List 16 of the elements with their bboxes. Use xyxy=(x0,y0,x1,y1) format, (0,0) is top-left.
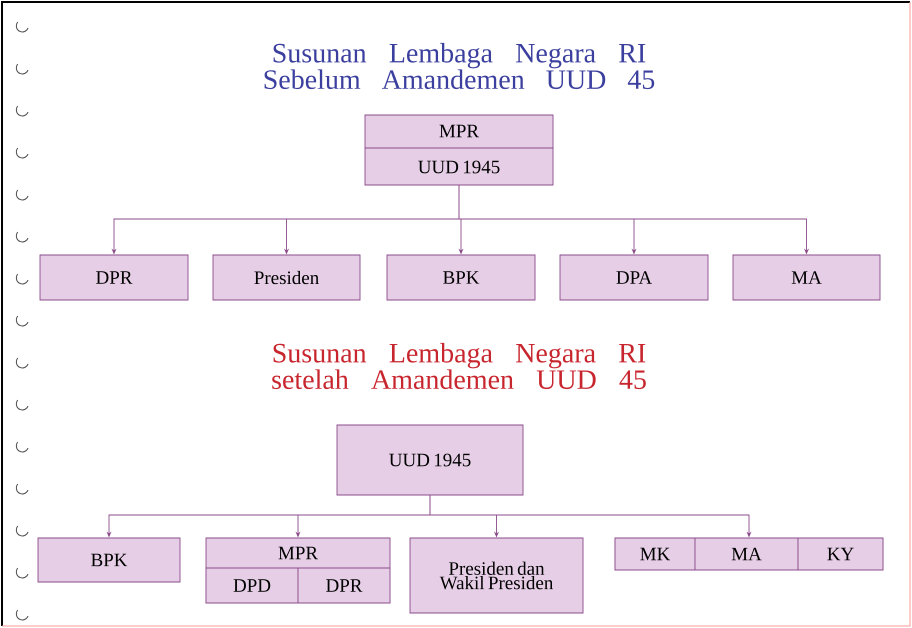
table-cell: DPR xyxy=(298,568,390,604)
title: Susunan Lembaga Negara RI Sebelum Amandemen UUD 45 xyxy=(264,42,654,90)
table-cell: MA xyxy=(694,538,798,570)
table-cell: DPD xyxy=(206,568,298,604)
table-cell: KY xyxy=(798,538,884,570)
org-box: UUD 1945 xyxy=(336,424,524,496)
org-box: MA xyxy=(732,254,880,300)
table-cell: MK xyxy=(614,538,696,570)
org-box: MPR UUD 1945 xyxy=(364,114,554,186)
org-box: Presiden xyxy=(212,254,360,300)
org-box: DPR xyxy=(40,254,188,300)
subtitle: Susunan Lembaga Negara RI setelah Amandemen UUD 45 xyxy=(272,342,646,390)
org-box: DPA xyxy=(560,254,708,300)
org-box: Presiden dan Wakil Presiden xyxy=(410,538,584,614)
org-box: BPK xyxy=(386,254,536,300)
org-box: BPK xyxy=(38,538,180,582)
